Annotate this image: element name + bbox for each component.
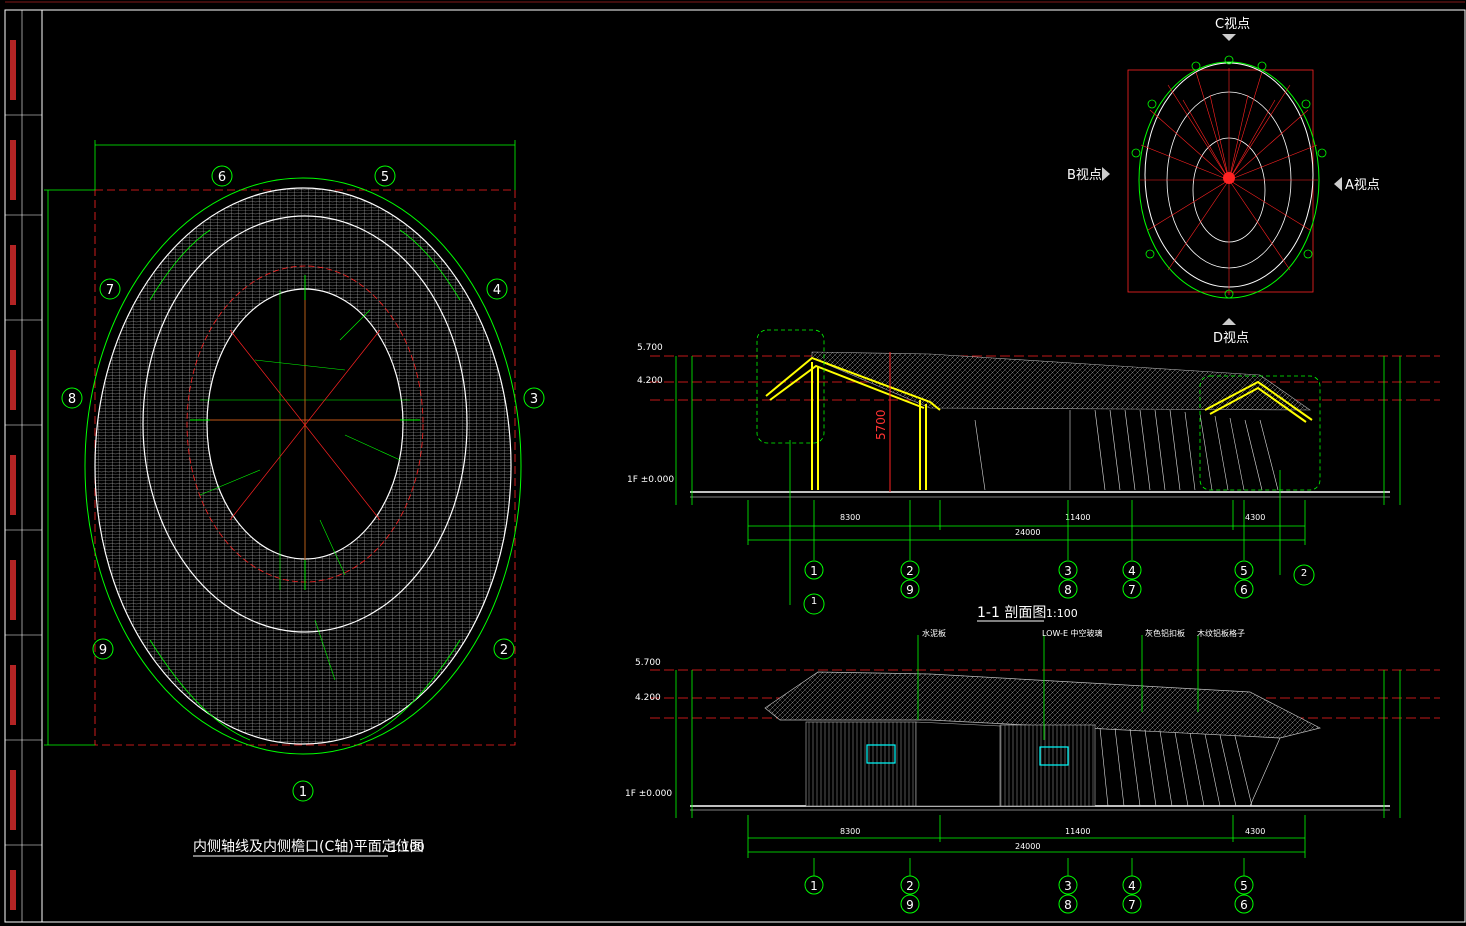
svg-text:6: 6 [1240,583,1248,597]
svg-text:24000: 24000 [1015,528,1040,537]
section-scale: 1:100 [1046,607,1078,620]
section-height-label: 5700 [874,409,888,440]
svg-text:7: 7 [106,283,114,298]
svg-text:6: 6 [1240,898,1248,912]
section-structure [765,356,1313,490]
view-point-d-label: D视点 [1213,331,1249,346]
svg-text:3: 3 [1064,564,1072,578]
svg-text:4.200: 4.200 [635,693,661,703]
svg-text:4300: 4300 [1245,513,1265,522]
svg-text:6: 6 [218,170,226,185]
axis-bubble-1: 1 [292,780,314,802]
svg-text:2: 2 [1301,568,1307,579]
callout-lowe-glass: LOW-E 中空玻璃 [1042,628,1103,638]
svg-text:5.700: 5.700 [635,658,661,668]
svg-text:8300: 8300 [840,513,860,522]
svg-text:24000: 24000 [1015,842,1040,851]
plan-axis-bubbles: 6 5 7 4 8 3 9 2 [61,165,545,802]
svg-text:9: 9 [99,643,107,658]
view-point-c-label: C视点 [1215,17,1250,32]
key-plan: C视点 B视点 A视点 D视点 [1067,17,1380,346]
axis-bubble-4: 4 [486,278,508,300]
axis-bubble-7: 7 [99,278,121,300]
svg-text:1: 1 [299,785,307,800]
svg-text:2: 2 [906,564,914,578]
elevation-view: 水泥板 LOW-E 中空玻璃 灰色铝扣板 木纹铝板格子 5.700 4.200 … [625,628,1440,914]
svg-text:4300: 4300 [1245,827,1265,836]
svg-text:1F ±0.000: 1F ±0.000 [625,789,672,799]
axis-bubble-9: 9 [92,638,114,660]
callout-woodgrain-alum-grid: 木纹铝板格子 [1197,628,1245,638]
elevation-wall-left [805,721,917,807]
svg-text:5: 5 [1240,564,1248,578]
svg-text:9: 9 [906,898,914,912]
svg-text:5: 5 [1240,879,1248,893]
plan-scale: 1:100 [390,840,425,854]
svg-text:1: 1 [810,564,818,578]
axis-bubble-6: 6 [211,165,233,187]
plan-title-block: 内侧轴线及内侧檐口(C轴)平面定位图 1:100 [193,839,425,857]
svg-text:7: 7 [1128,583,1136,597]
svg-text:4: 4 [1128,564,1136,578]
svg-text:2: 2 [906,879,914,893]
svg-text:8: 8 [1064,898,1072,912]
plan-view [44,140,530,770]
svg-text:8: 8 [68,392,76,407]
view-point-a-label: A视点 [1345,178,1380,193]
plan-center-axes [190,275,420,681]
svg-text:9: 9 [906,583,914,597]
svg-text:11400: 11400 [1065,513,1090,522]
svg-text:7: 7 [1128,898,1136,912]
svg-text:8300: 8300 [840,827,860,836]
svg-text:4: 4 [1128,879,1136,893]
axis-bubble-2: 2 [493,638,515,660]
axis-bubble-5: 5 [374,165,396,187]
section-1-1: 5700 5.700 4.200 1F ±0.000 8300 11400 43… [627,329,1440,622]
view-point-b-label: B视点 [1067,168,1102,183]
svg-text:5.700: 5.700 [637,343,663,353]
axis-bubble-3: 3 [523,387,545,409]
svg-text:8: 8 [1064,583,1072,597]
callout-grey-alum-panel: 灰色铝扣板 [1145,628,1185,638]
axis-bubble-8: 8 [61,387,83,409]
svg-text:2: 2 [500,643,508,658]
drawing-frame [4,1,1466,923]
svg-text:1F ±0.000: 1F ±0.000 [627,475,674,485]
callout-cement-board: 水泥板 [922,628,946,638]
svg-text:11400: 11400 [1065,827,1090,836]
svg-text:1: 1 [810,879,818,893]
section-title: 1-1 剖面图 [977,605,1046,621]
svg-text:3: 3 [1064,879,1072,893]
svg-text:5: 5 [381,170,389,185]
svg-text:3: 3 [530,392,538,407]
svg-text:4: 4 [493,283,501,298]
svg-text:1: 1 [811,596,817,607]
plan-title: 内侧轴线及内侧檐口(C轴)平面定位图 [193,839,424,855]
elevation-roof-hatch [764,671,1321,739]
key-plan-radial-lines [1140,68,1318,295]
svg-text:4.200: 4.200 [637,376,663,386]
